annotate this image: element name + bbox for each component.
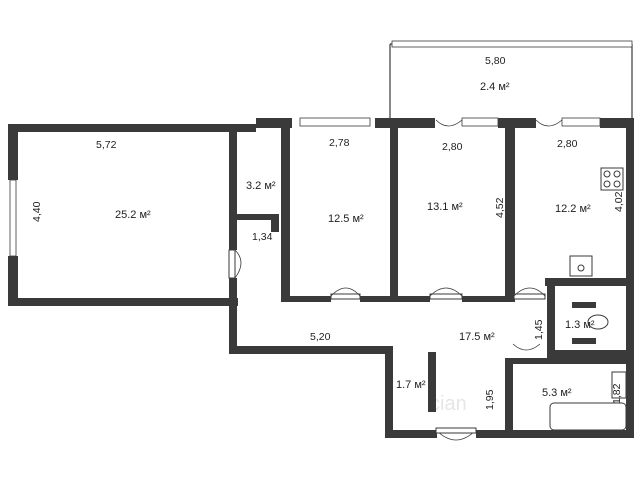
dimension-labels: 5,72 4,40 1,34 2,78 2,80 2,80 4,02 4,52 … [31, 55, 625, 410]
room-labels: 25.2 м² 3.2 м² 12.5 м² 13.1 м² 12.2 м² 2… [115, 81, 595, 399]
balcony-area: 2.4 м² [480, 81, 510, 93]
living-width: 5,72 [96, 139, 117, 151]
hall-width: 5,20 [310, 331, 331, 343]
toilet-area: 1.3 м² [565, 319, 595, 331]
bedroom-a-area: 12.5 м² [328, 213, 364, 225]
walls [8, 118, 634, 438]
living-room-area: 25.2 м² [115, 209, 151, 221]
bathtub-icon [549, 402, 627, 431]
living-height: 4,40 [31, 201, 43, 222]
bedroom-b-area: 13.1 м² [427, 201, 463, 213]
watermark: cian [430, 393, 467, 415]
balcony-outline [389, 40, 633, 118]
bedroom-b-width: 2,80 [442, 141, 463, 153]
bedroom-a-width: 2,78 [329, 137, 350, 149]
storage-depth: 1,34 [252, 231, 273, 243]
stove-icon [600, 167, 624, 191]
storage-area: 3.2 м² [246, 180, 276, 192]
bedroom-b-height: 4,52 [494, 197, 506, 218]
hall-area: 17.5 м² [459, 331, 495, 343]
kitchen-area: 12.2 м² [555, 203, 591, 215]
windows [9, 117, 601, 257]
kitchen-width: 2,80 [557, 138, 578, 150]
doors [228, 119, 563, 441]
washbasin-icon [611, 371, 627, 399]
toilet-icon [587, 314, 609, 330]
bath-height: 1,82 [611, 383, 623, 404]
balcony-width: 5,80 [485, 55, 506, 67]
kitchen-height: 4,02 [613, 191, 625, 212]
fixtures [549, 167, 627, 431]
closet-area: 1.7 м² [396, 379, 426, 391]
hall-depth: 1,95 [484, 389, 496, 410]
toilet-width: 1,45 [533, 319, 545, 340]
bathroom-area: 5.3 м² [542, 387, 572, 399]
living-window [9, 179, 17, 257]
